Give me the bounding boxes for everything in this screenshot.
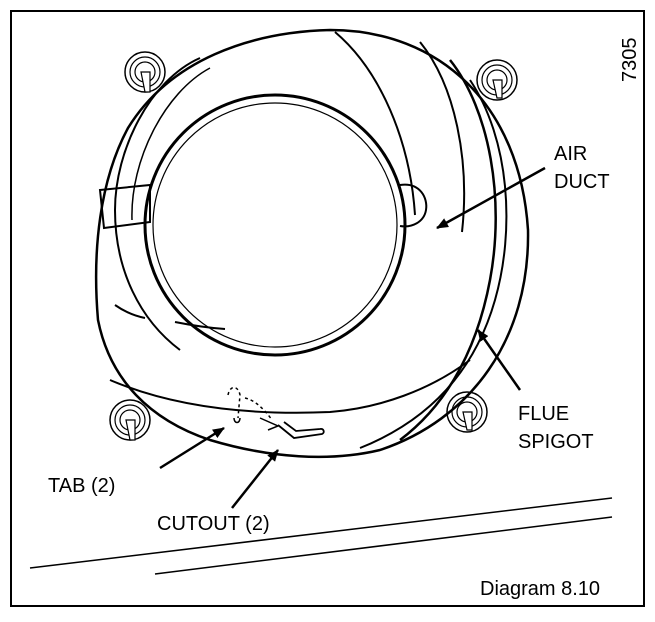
vane-line bbox=[334, 31, 416, 216]
air-duct-opening bbox=[143, 93, 407, 357]
cutout-slot bbox=[277, 421, 325, 439]
air-duct-opening-inner bbox=[152, 102, 398, 348]
ground-line bbox=[154, 516, 613, 575]
screw-bottom-right bbox=[446, 391, 488, 433]
diagram-border bbox=[10, 10, 645, 607]
flue-spigot-outer bbox=[94, 28, 530, 459]
air-duct-rim-inner bbox=[359, 79, 508, 449]
tab-dashed bbox=[227, 386, 241, 419]
screw-bottom-left bbox=[109, 399, 151, 441]
air-duct-rim bbox=[399, 59, 497, 441]
air-duct-label-line2: DUCT bbox=[554, 171, 610, 193]
air-duct-left-edge-inner bbox=[131, 67, 211, 221]
left-tab bbox=[98, 183, 151, 230]
screw-top-left bbox=[124, 51, 166, 93]
flue-spigot-label-line1: FLUE bbox=[518, 403, 569, 425]
spigot-lower-rim bbox=[109, 359, 471, 414]
tab-dashed-motion bbox=[244, 397, 273, 421]
vane-line bbox=[419, 41, 466, 233]
flue-spigot-leader-arrow bbox=[476, 329, 522, 391]
tab-leader-arrow bbox=[159, 426, 225, 470]
cutout-label: CUTOUT (2) bbox=[157, 513, 270, 535]
flue-spigot-label-line2: SPIGOT bbox=[518, 431, 594, 453]
air-duct-leader-arrow bbox=[436, 166, 546, 230]
screw-top-right bbox=[476, 59, 518, 101]
vane-line bbox=[174, 321, 226, 330]
right-tab bbox=[399, 183, 428, 228]
cutout-leader-arrow bbox=[231, 449, 279, 509]
diagram-caption: Diagram 8.10 bbox=[480, 578, 600, 600]
figure-code: 7305 bbox=[619, 38, 641, 83]
ground-line bbox=[29, 497, 613, 569]
vane-line bbox=[114, 304, 146, 319]
tab-label: TAB (2) bbox=[48, 475, 115, 497]
tab-hook bbox=[233, 417, 241, 424]
tab-motion-arrow bbox=[259, 417, 280, 431]
air-duct-left-edge bbox=[113, 57, 201, 351]
air-duct-label-line1: AIR bbox=[554, 143, 587, 165]
